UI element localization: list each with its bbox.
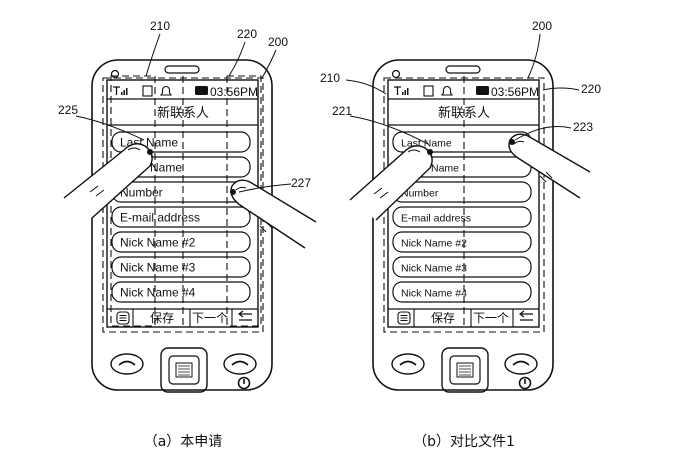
status-bar: 03:56PM <box>113 85 258 99</box>
ref-label: 221 <box>332 104 352 118</box>
contact-field[interactable] <box>392 206 532 228</box>
contact-field-label: E-mail address <box>120 211 200 225</box>
back-arrow-icon[interactable] <box>238 310 252 321</box>
sim-icon <box>142 85 153 97</box>
contact-field[interactable] <box>111 231 251 253</box>
contact-field-label: Number <box>401 188 439 200</box>
ref-label: 227 <box>291 176 311 190</box>
battery-icon <box>195 86 208 95</box>
menu-icon[interactable] <box>397 311 411 325</box>
ref-label: 210 <box>150 19 170 33</box>
save-softkey[interactable]: 保存 <box>431 311 455 325</box>
ref-label: 220 <box>237 27 257 41</box>
menu-icon[interactable] <box>116 311 130 325</box>
contact-field-label: Nick Name #4 <box>401 288 467 300</box>
status-bar: 03:56PM <box>394 85 539 99</box>
contact-field-label: Name <box>150 161 182 175</box>
next-softkey[interactable]: 下一个 <box>473 311 509 325</box>
contact-field-label: Nick Name #3 <box>401 263 467 275</box>
ref-label: 220 <box>581 82 601 96</box>
camera-icon <box>391 69 401 79</box>
nav-key-outer[interactable] <box>160 347 208 393</box>
ref-label: 223 <box>573 120 593 134</box>
contact-field-label: Nick Name #2 <box>120 236 196 250</box>
speaker-grille-icon <box>164 65 200 74</box>
contact-field[interactable] <box>111 256 251 278</box>
speaker-grille-icon <box>445 65 481 74</box>
next-softkey[interactable]: 下一个 <box>192 311 228 325</box>
back-arrow-icon[interactable] <box>519 310 533 321</box>
call-button[interactable] <box>504 353 538 375</box>
contact-field-label: Name <box>431 163 459 175</box>
contact-field[interactable] <box>392 256 532 278</box>
contact-field[interactable] <box>392 281 532 303</box>
signal-icon <box>113 86 120 95</box>
figure-caption: （b）对比文件1 <box>413 434 515 450</box>
bell-icon <box>159 85 173 96</box>
save-softkey[interactable]: 保存 <box>150 311 174 325</box>
phone-icon <box>118 360 136 366</box>
status-time: 03:56PM <box>210 85 258 99</box>
contact-field[interactable] <box>392 231 532 253</box>
contact-field[interactable] <box>111 206 251 228</box>
phone-b-body <box>372 59 554 391</box>
phone-icon <box>399 360 417 366</box>
finger-left <box>349 145 433 221</box>
ref-label: 200 <box>268 35 288 49</box>
contact-field[interactable] <box>111 131 251 153</box>
contact-field-label: E-mail address <box>401 213 471 225</box>
call-end-button[interactable] <box>110 353 144 375</box>
contact-field-label: Number <box>120 186 163 200</box>
ref-label: 200 <box>532 19 552 33</box>
finger-left <box>63 143 153 219</box>
contact-field-label: Nick Name #3 <box>120 261 196 275</box>
contact-field[interactable] <box>111 281 251 303</box>
phone-icon <box>231 360 249 366</box>
figure-caption: （a）本申请 <box>144 434 223 450</box>
contact-field-label: Nick Name #4 <box>120 286 196 300</box>
ref-label: 225 <box>58 103 78 117</box>
power-icon <box>518 376 532 390</box>
call-end-button[interactable] <box>391 353 425 375</box>
finger-right <box>508 133 591 199</box>
sim-icon <box>423 85 434 97</box>
finger-right <box>230 179 317 249</box>
battery-icon <box>476 86 489 95</box>
status-time: 03:56PM <box>491 85 539 99</box>
contact-field-label: Nick Name #2 <box>401 238 467 250</box>
ref-label: 210 <box>320 71 340 85</box>
bell-icon <box>440 85 454 96</box>
signal-icon <box>394 86 401 95</box>
phone-icon <box>512 360 530 366</box>
power-icon <box>237 376 251 390</box>
call-button[interactable] <box>223 353 257 375</box>
nav-key-outer[interactable] <box>441 347 489 393</box>
